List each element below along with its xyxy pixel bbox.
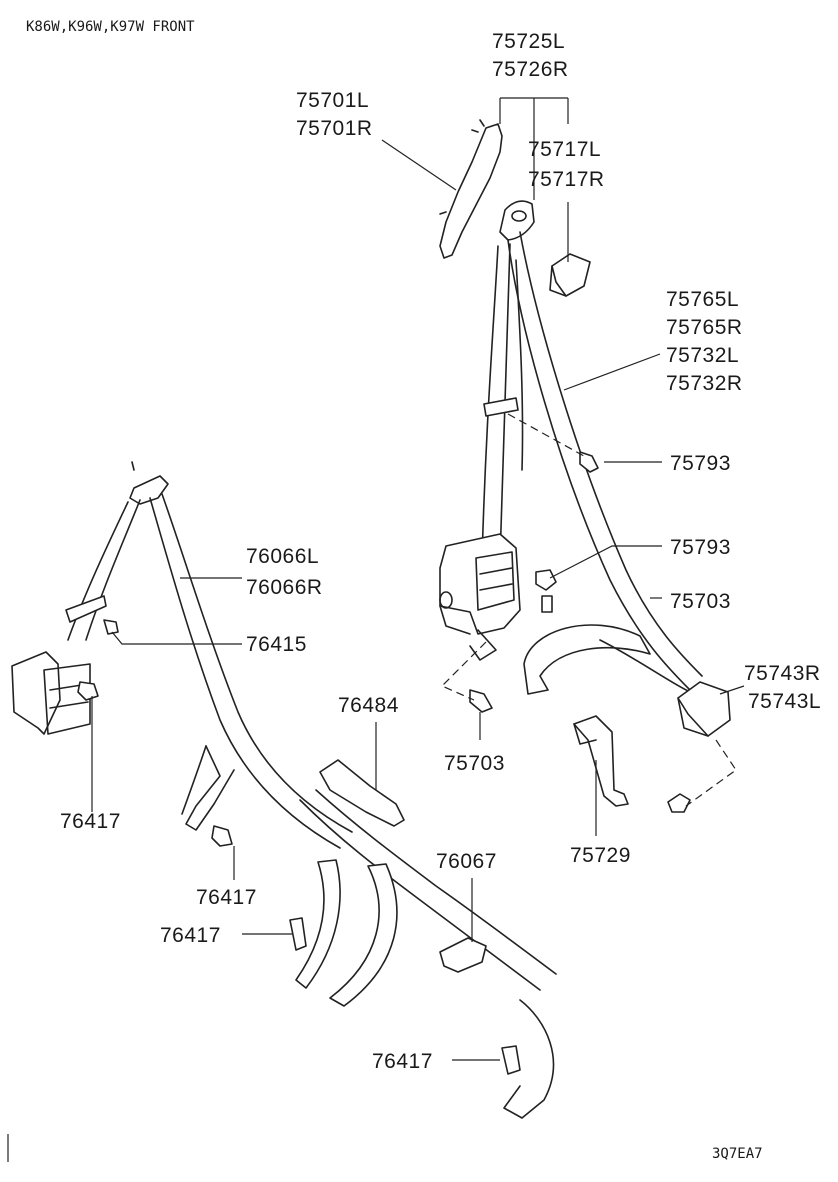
top-anchor [129, 475, 169, 505]
label-75793-upper: 75793 [670, 452, 731, 475]
part-labels: 75725L 75726R 75701L 75701R 75717L 75717… [60, 30, 821, 1073]
label-75732R: 75732R [666, 372, 743, 395]
label-76066L: 76066L [246, 545, 319, 568]
label-75717L: 75717L [528, 138, 601, 161]
label-76067: 76067 [436, 850, 497, 873]
leader-lines [91, 97, 745, 1061]
shoulder-webbing [507, 239, 691, 691]
label-75725L: 75725L [492, 30, 565, 53]
label-75765R: 75765R [666, 316, 743, 339]
label-75793-lower: 75793 [670, 536, 731, 559]
label-75701R: 75701R [296, 117, 373, 140]
label-76415: 76415 [246, 633, 307, 656]
figure-code: 3Q7EA7 [712, 1146, 763, 1162]
bolt-icon-75793-b [535, 569, 557, 613]
bolt-icon-76417-b [211, 825, 233, 847]
label-76417-middle: 76417 [196, 886, 257, 909]
seat-buckle [573, 715, 629, 807]
retractor-unit [439, 533, 521, 635]
bolt-icon-75793-a [579, 451, 599, 473]
label-75729: 75729 [570, 844, 631, 867]
bolt-icon-76417-c [289, 917, 307, 951]
bolt-icon-76417-a [77, 681, 99, 701]
rear-tongue [319, 759, 405, 827]
rear-lower-strap-center-b [329, 863, 398, 1007]
front-belt-assembly [439, 119, 737, 813]
label-76417-bottom: 76417 [372, 1050, 433, 1073]
rear-belt-assembly [11, 461, 557, 1119]
rear-lower-strap-left [185, 745, 235, 831]
cap-icon-75743 [667, 793, 691, 813]
shoulder-anchor-cover [439, 123, 503, 259]
model-header: K86W,K96W,K97W FRONT [26, 19, 195, 35]
label-76484: 76484 [338, 694, 399, 717]
label-76417-left: 76417 [60, 810, 121, 833]
label-75717R: 75717R [528, 168, 605, 191]
label-75743R: 75743R [744, 662, 821, 685]
label-75765L: 75765L [666, 288, 739, 311]
lower-anchor-plate [523, 624, 651, 695]
buckle-tongue-end [677, 681, 731, 737]
adjuster-cap [549, 253, 591, 297]
rear-lower-strap-center-a [295, 859, 341, 989]
webbing-guide [483, 397, 519, 417]
rear-retractor [11, 651, 61, 735]
label-75701L: 75701L [296, 89, 369, 112]
bolt-icon-76415 [103, 619, 119, 635]
bolt-icon-75703 [469, 689, 493, 713]
rear-shoulder-webbing [149, 497, 341, 849]
label-75703-right: 75703 [670, 590, 731, 613]
bolt-icon-76417-d [501, 1045, 521, 1075]
center-buckle-plate [439, 937, 487, 973]
label-75703-center: 75703 [444, 752, 505, 775]
label-75726R: 75726R [492, 58, 569, 81]
label-76417-strap: 76417 [160, 924, 221, 947]
label-75743L: 75743L [748, 690, 821, 713]
label-76066R: 76066R [246, 576, 323, 599]
label-75732L: 75732L [666, 344, 739, 367]
